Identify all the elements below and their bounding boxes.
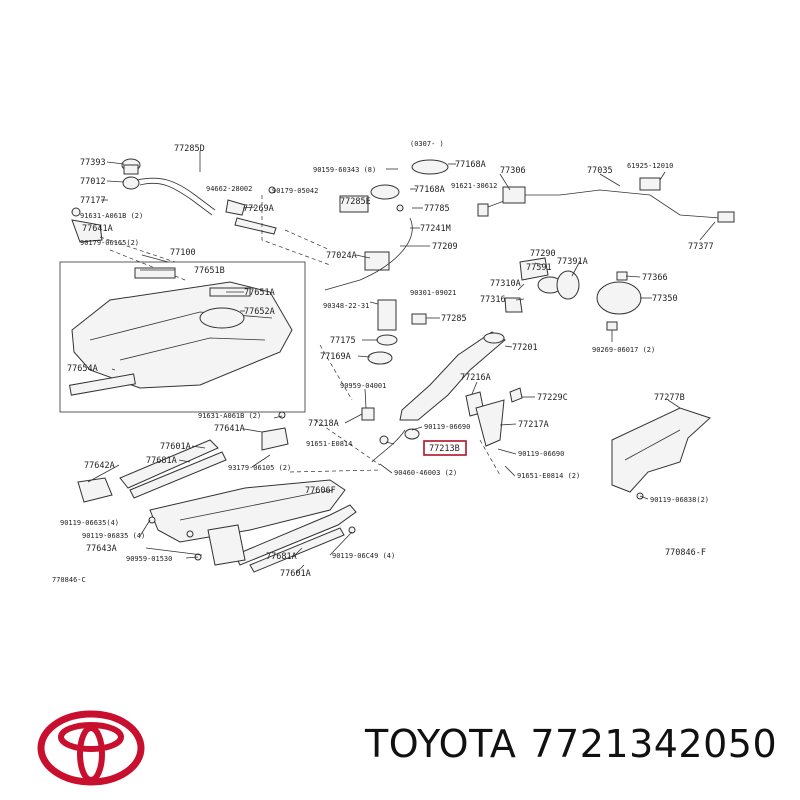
label-77681a-bot: 77681A [266,552,297,562]
toyota-logo-icon [37,710,145,786]
vapor-line-assembly [477,177,735,223]
label-77366: 77366 [642,273,668,283]
label-90119-f: 90119-06838(2) [650,496,709,504]
label-77024a: 77024A [326,251,357,261]
filler-door-assembly [504,257,642,331]
label-770846f: 770846-F [665,548,706,558]
label-61925: 61925-12010 [627,162,673,170]
label-77168a-b: 77168A [414,185,445,195]
label-90179-a: 90179-06165(2) [80,239,139,247]
label-90348: 90348-22-31 [323,302,369,310]
parts-diagram: 77393 77285D 77012 77177 91631-A061B (2)… [52,140,735,584]
label-77218a: 77218A [308,419,339,429]
label-77175: 77175 [330,336,356,346]
label-77651a: 77651A [244,288,275,298]
label-77169a: 77169A [320,352,351,362]
leader-lines [87,151,716,574]
label-77035: 77035 [587,166,613,176]
label-77277b: 77277B [654,393,685,403]
label-90301: 90301-09021 [410,289,456,297]
label-77209: 77209 [432,242,458,252]
label-77641a-mid: 77641A [214,424,245,434]
label-77201: 77201 [512,343,538,353]
label-77591: 77591 [526,263,552,273]
label-93179: 93179-06105 (2) [228,464,291,472]
label-770846c: 770846-C [52,576,86,584]
brand-and-part-number: TOYOTA 7721342050 [365,722,791,766]
label-90119-a: 90119-06690 [424,423,470,431]
label-90119-c: 90119-06635(4) [60,519,119,527]
label-77377: 77377 [688,242,714,252]
label-91621: 91621-30612 [451,182,497,190]
label-77316: 77316 [480,295,506,305]
label-77785: 77785 [424,204,450,214]
label-77012: 77012 [80,177,106,187]
label-77601a-top: 77601A [160,442,191,452]
label-90159: 90159-60343 (8) [313,166,376,174]
label-77391a: 77391A [557,257,588,267]
label-77393: 77393 [80,158,106,168]
label-77241m: 77241M [420,224,451,234]
label-90119-d: 90119-06835 (4) [82,532,145,540]
label-91631-a: 91631-A061B (2) [80,212,143,220]
label-94662: 94662-28002 [206,185,252,193]
label-77642a: 77642A [84,461,115,471]
label-77641a-top: 77641A [82,224,113,234]
part-labels: 77393 77285D 77012 77177 91631-A061B (2)… [52,140,714,584]
tank-straps [77,411,357,573]
label-77350: 77350 [652,294,678,304]
label-90269: 90269-06017 (2) [592,346,655,354]
label-77168a: 77168A [455,160,486,170]
label-77285d: 77285D [174,144,205,154]
label-77100: 77100 [170,248,196,258]
label-77601a-bot: 77601A [280,569,311,579]
label-0307: (0307- ) [410,140,444,148]
heat-insulator [611,407,711,500]
label-90119-e: 90119-06C49 (4) [332,552,395,560]
label-77652a: 77652A [244,307,275,317]
footer: TOYOTA 7721342050 [0,700,800,800]
label-77306: 77306 [500,166,526,176]
brand-name: TOYOTA [365,722,517,766]
label-77217a: 77217A [518,420,549,430]
label-77285e: 77285E [340,197,371,207]
label-90959-b: 90959-01530 [126,555,172,563]
label-77654a: 77654A [67,364,98,374]
pump-assembly [324,159,449,365]
label-77229c: 77229C [537,393,568,403]
label-77269a: 77269A [243,204,274,214]
label-90179-b: 90179-05042 [272,187,318,195]
label-90119-b: 90119-06690 [518,450,564,458]
label-90460: 90460-46003 (2) [394,469,457,477]
label-91651-a: 91651-E0814 [306,440,352,448]
label-77285: 77285 [441,314,467,324]
part-number: 7721342050 [530,722,778,766]
label-77310a: 77310A [490,279,521,289]
highlighted-part-box [423,440,467,456]
filler-pipe [361,331,523,463]
label-77213b: 77213B [429,444,460,454]
label-91631-b: 91631-A061B (2) [198,412,261,420]
label-77651b: 77651B [194,266,225,276]
label-77606f: 77606F [305,486,336,496]
fuel-cap-assembly [71,158,277,243]
label-90959: 90959-04001 [340,382,386,390]
label-77216a: 77216A [460,373,491,383]
label-77643a: 77643A [86,544,117,554]
label-77177: 77177 [80,196,106,206]
label-77290: 77290 [530,249,556,259]
label-77681a-top: 77681A [146,456,177,466]
label-91651-b: 91651-E0814 (2) [517,472,580,480]
